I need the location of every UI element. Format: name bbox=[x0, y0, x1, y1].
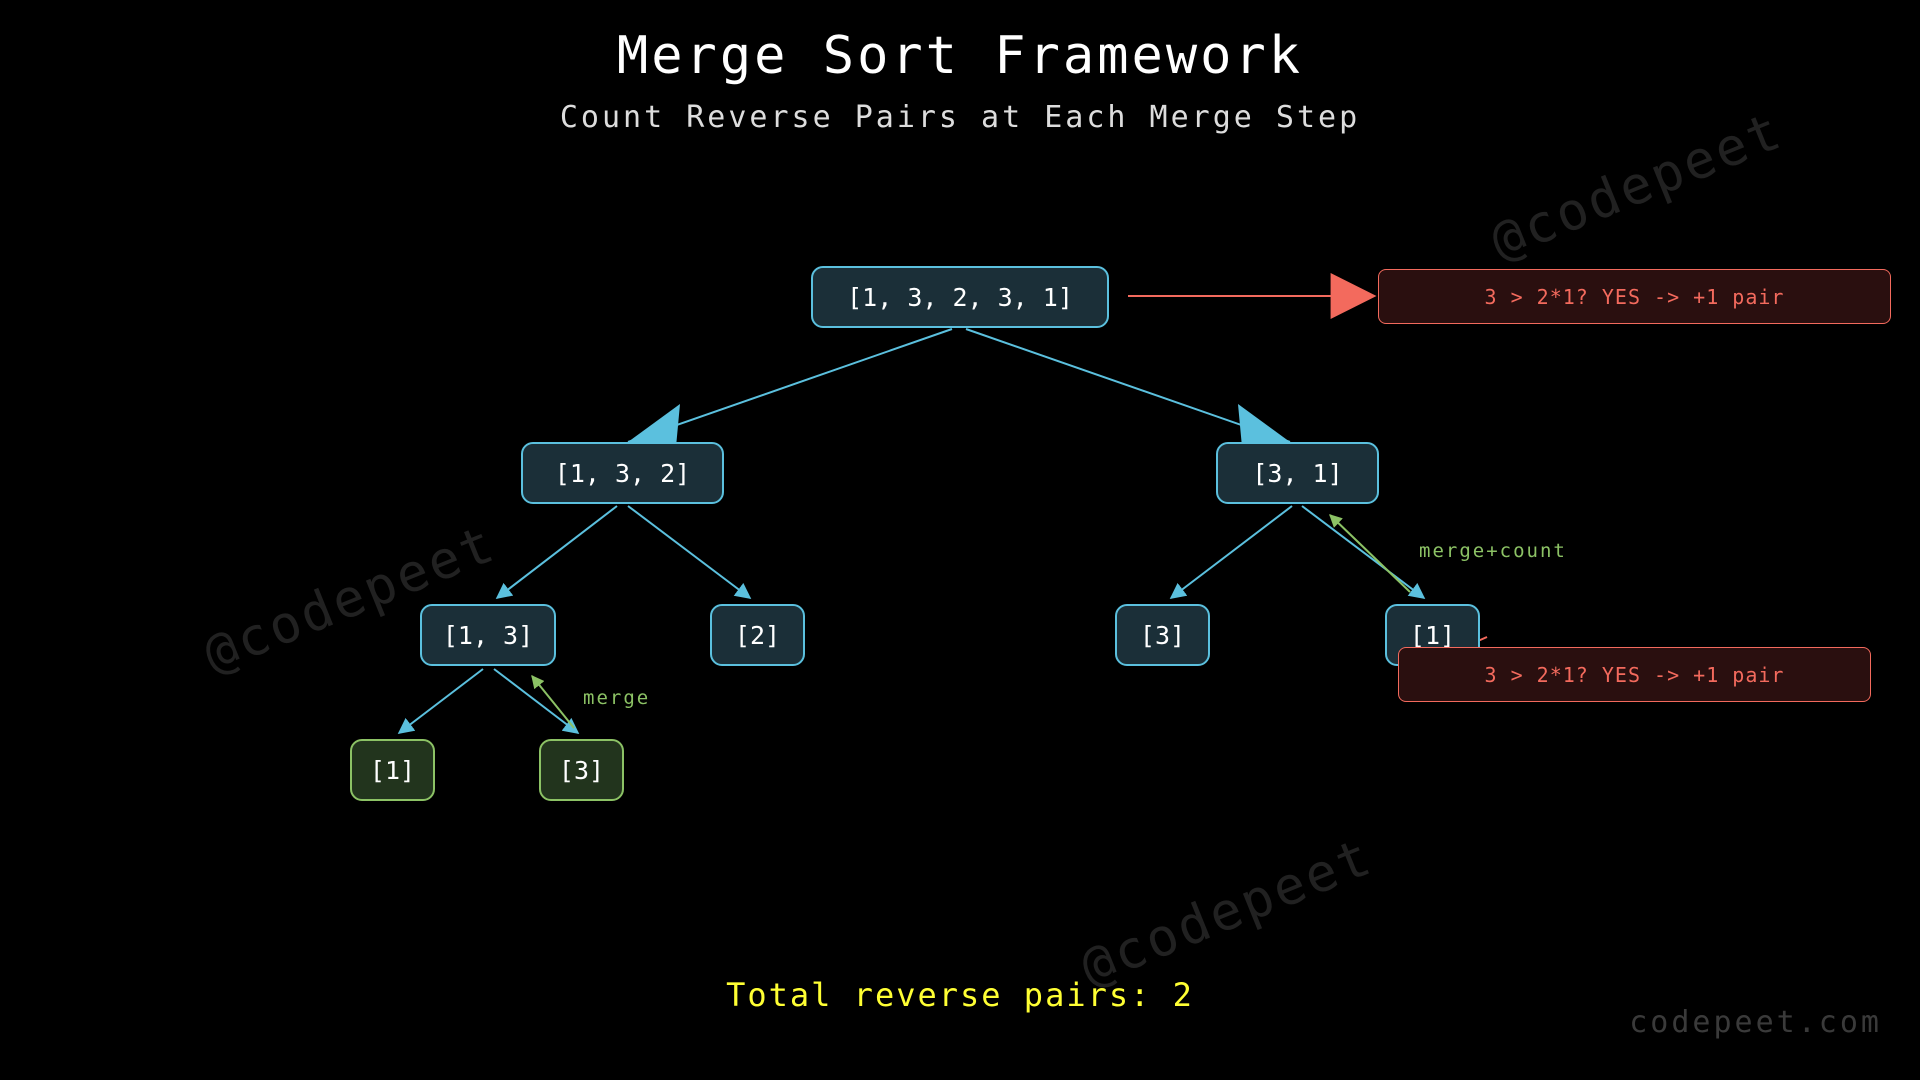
leaf-node-1: [1] bbox=[350, 739, 435, 801]
merge-count-arrow bbox=[1329, 514, 1411, 593]
edge-left-leftleft bbox=[495, 505, 618, 599]
node-root: [1, 3, 2, 3, 1] bbox=[811, 266, 1109, 328]
node-right-left: [3] bbox=[1115, 604, 1210, 666]
merge-label: merge bbox=[583, 687, 651, 709]
node-left-right: [2] bbox=[710, 604, 805, 666]
callout-top: 3 > 2*1? YES -> +1 pair bbox=[1378, 269, 1891, 324]
page-title: Merge Sort Framework bbox=[616, 26, 1304, 86]
edge-right-rightleft bbox=[1169, 505, 1293, 599]
merge-count-label: merge+count bbox=[1419, 540, 1567, 562]
edge-root-right-arrowhead bbox=[1238, 404, 1290, 447]
leaf-node-3: [3] bbox=[539, 739, 624, 801]
edge-right-rightright bbox=[1301, 505, 1426, 599]
edge-leftleft-leaf3 bbox=[493, 668, 580, 734]
merge-arrow bbox=[531, 674, 575, 729]
edge-root-left bbox=[627, 328, 953, 443]
edge-root-right bbox=[965, 328, 1291, 443]
callout-bottom: 3 > 2*1? YES -> +1 pair bbox=[1398, 647, 1871, 702]
edge-leftleft-leaf1 bbox=[397, 668, 484, 734]
edge-root-left-arrowhead bbox=[628, 404, 680, 447]
node-left-left: [1, 3] bbox=[420, 604, 556, 666]
total-reverse-pairs: Total reverse pairs: 2 bbox=[726, 976, 1194, 1014]
node-right: [3, 1] bbox=[1216, 442, 1379, 504]
site-watermark: codepeet.com bbox=[1629, 1005, 1882, 1040]
edge-left-leftright bbox=[627, 505, 752, 599]
node-left: [1, 3, 2] bbox=[521, 442, 724, 504]
page-subtitle: Count Reverse Pairs at Each Merge Step bbox=[559, 100, 1361, 135]
